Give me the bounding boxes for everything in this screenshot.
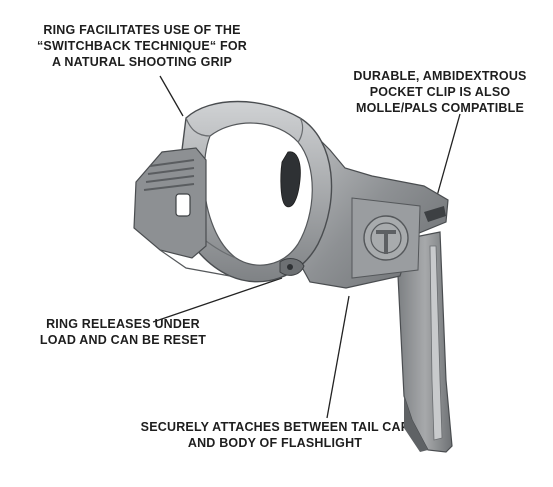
callout-ring-release-line-2: LOAD AND CAN BE RESET [39, 333, 207, 347]
callout-pocket-clip-line-1: DURABLE, AMBIDEXTROUS [353, 69, 527, 83]
callout-pocket-clip: DURABLE, AMBIDEXTROUS POCKET CLIP IS ALS… [330, 68, 550, 116]
callout-ring-grip: RING FACILITATES USE OF THE “SWITCHBACK … [22, 22, 262, 70]
lug-window [175, 193, 191, 217]
pocket-clip [397, 231, 453, 453]
callout-ring-grip-line-2: “SWITCHBACK TECHNIQUE“ FOR [36, 39, 248, 53]
leader-ring-release [152, 277, 283, 323]
callout-pocket-clip-line-3: MOLLE/PALS COMPATIBLE [355, 101, 525, 115]
callout-ring-grip-line-3: A NATURAL SHOOTING GRIP [51, 55, 233, 69]
callout-ring-release-line-1: RING RELEASES UNDER [46, 317, 200, 331]
callout-ring-grip-line-1: RING FACILITATES USE OF THE [43, 23, 241, 37]
grip-lug [133, 147, 231, 277]
callout-attach-line-2: AND BODY OF FLASHLIGHT [187, 436, 363, 450]
callout-attach-line-1: SECURELY ATTACHES BETWEEN TAIL CAP [140, 420, 410, 434]
callout-attach: SECURELY ATTACHES BETWEEN TAIL CAP AND B… [110, 419, 440, 451]
callout-ring-release: RING RELEASES UNDER LOAD AND CAN BE RESE… [18, 316, 228, 348]
leader-ring-grip [159, 75, 184, 117]
release-notch [279, 258, 305, 276]
leader-pocket-clip [436, 113, 461, 197]
leader-attach [326, 295, 350, 419]
callout-pocket-clip-line-2: POCKET CLIP IS ALSO [369, 85, 511, 99]
ring [175, 100, 333, 283]
